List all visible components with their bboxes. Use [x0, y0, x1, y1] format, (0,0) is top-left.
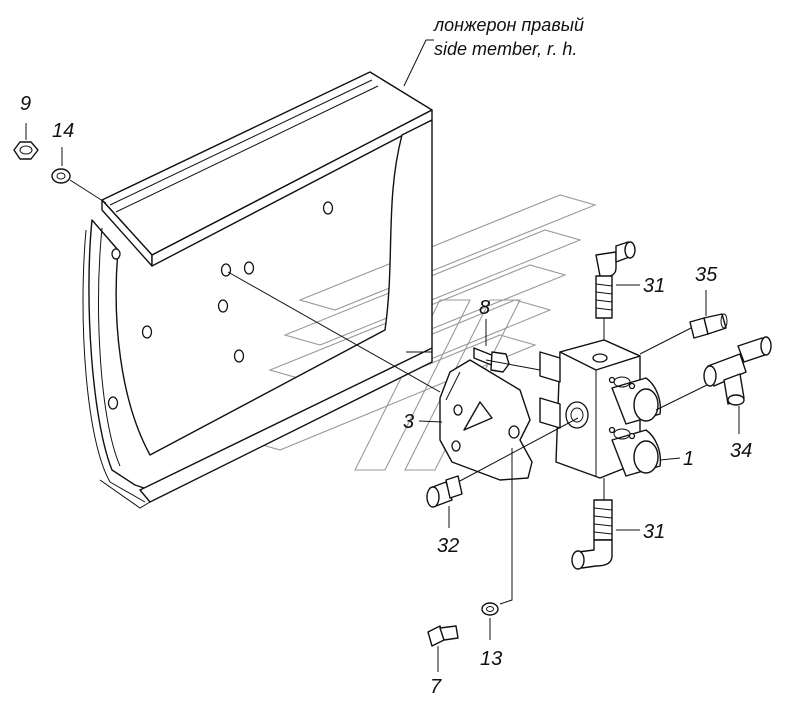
callout-32: 32	[437, 535, 459, 557]
callout-9: 9	[20, 93, 31, 115]
adapter-35: 35	[689, 264, 728, 339]
adapter-32: 32	[426, 475, 463, 557]
callout-35: 35	[695, 264, 718, 286]
valve-1: 1	[539, 339, 694, 479]
callout-1: 1	[683, 448, 694, 470]
leader-rail-to-bracket	[227, 271, 441, 393]
callout-7: 7	[430, 676, 442, 698]
callout-31-upper: 31	[643, 275, 665, 297]
callout-13: 13	[480, 648, 502, 670]
callout-3: 3	[403, 411, 414, 433]
nut-9: 9	[13, 93, 39, 160]
callout-8: 8	[479, 297, 490, 319]
elbow-fitting-31-lower: 31	[571, 478, 665, 570]
callout-34: 34	[730, 440, 752, 462]
tee-fitting-34: 34	[703, 336, 772, 462]
bolt-8: 8	[473, 297, 510, 373]
washer-13: 13	[480, 448, 513, 670]
caption-en: side member, r. h.	[434, 39, 577, 59]
bracket-3: 3	[403, 359, 533, 481]
washer-14: 14	[51, 120, 107, 204]
callout-14: 14	[52, 120, 74, 142]
elbow-fitting-31-upper: 31	[595, 241, 665, 340]
callout-31-lower: 31	[643, 521, 665, 543]
side-member-caption: лонжерон правый side member, r. h.	[403, 15, 584, 87]
bolt-7: 7	[427, 625, 459, 698]
side-member-rail	[82, 71, 433, 509]
caption-ru: лонжерон правый	[433, 15, 584, 35]
